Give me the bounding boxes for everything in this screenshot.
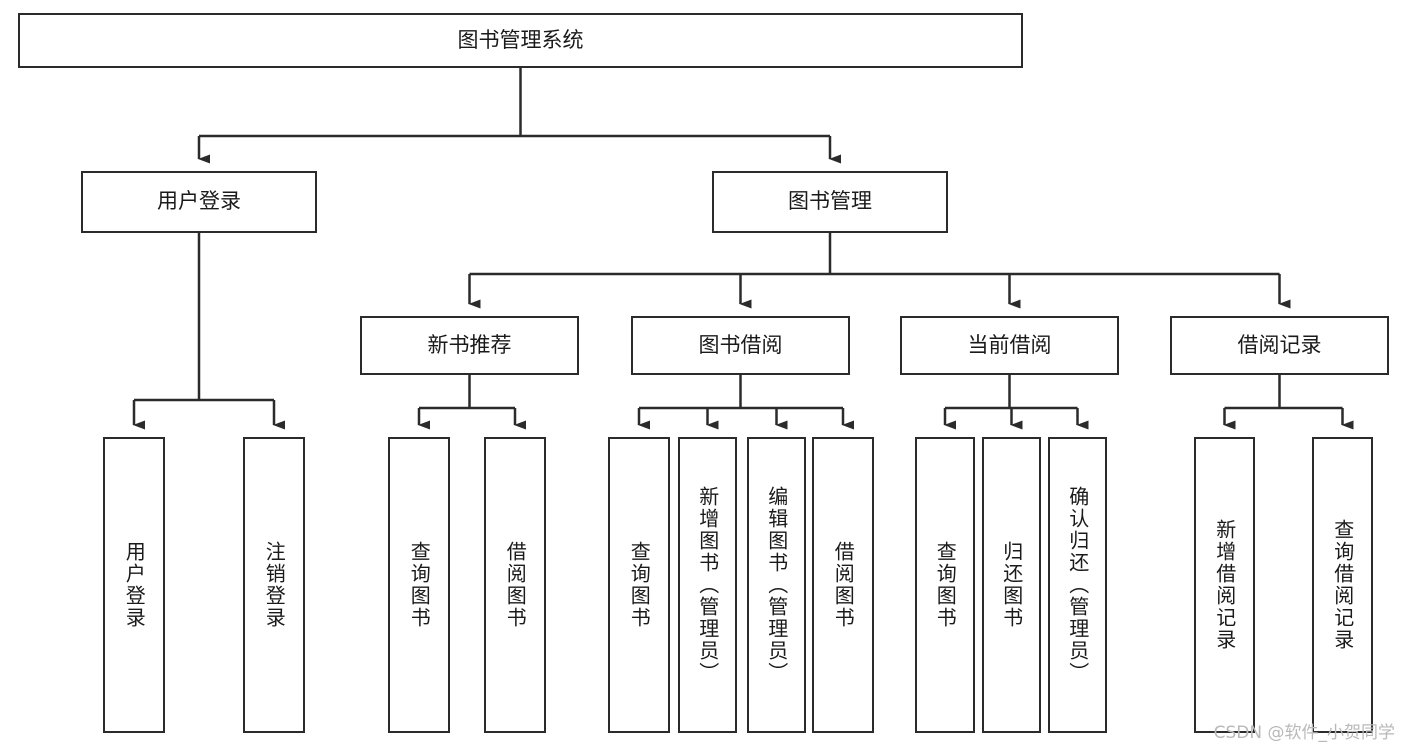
node-label-leaf-confirm-return: 确认归还（管理员） — [1065, 486, 1090, 684]
node-leaf-borrow-book-2[interactable]: 借阅图书 — [812, 437, 874, 733]
node-label-leaf-query-book-3: 查询图书 — [933, 541, 958, 629]
node-label-leaf-edit-book: 编辑图书（管理员） — [764, 486, 789, 684]
node-leaf-edit-book[interactable]: 编辑图书（管理员） — [747, 437, 806, 733]
node-book-manage[interactable]: 图书管理 — [712, 171, 948, 233]
node-label-leaf-query-record: 查询借阅记录 — [1330, 519, 1355, 651]
node-leaf-query-book-1[interactable]: 查询图书 — [388, 437, 450, 733]
node-label-user-login: 用户登录 — [157, 189, 241, 214]
node-user-login[interactable]: 用户登录 — [81, 171, 317, 233]
node-label-borrow-record: 借阅记录 — [1237, 332, 1322, 357]
node-label-leaf-add-record: 新增借阅记录 — [1212, 519, 1237, 651]
node-leaf-return-book[interactable]: 归还图书 — [982, 437, 1041, 733]
node-label-leaf-query-book-2: 查询图书 — [627, 541, 652, 629]
node-label-leaf-query-book-1: 查询图书 — [407, 541, 432, 629]
node-leaf-borrow-book-1[interactable]: 借阅图书 — [484, 437, 546, 733]
node-leaf-add-record[interactable]: 新增借阅记录 — [1194, 437, 1255, 733]
node-label-leaf-borrow-book-1: 借阅图书 — [503, 541, 528, 629]
node-leaf-user-login[interactable]: 用户登录 — [103, 437, 165, 733]
node-book-borrow[interactable]: 图书借阅 — [631, 316, 850, 375]
node-label-leaf-user-login: 用户登录 — [122, 541, 147, 629]
node-leaf-add-book[interactable]: 新增图书（管理员） — [678, 437, 737, 733]
node-label-leaf-user-logout: 注销登录 — [262, 541, 287, 629]
node-label-leaf-return-book: 归还图书 — [999, 541, 1024, 629]
node-label-leaf-add-book: 新增图书（管理员） — [695, 486, 720, 684]
connector-lines — [132, 68, 1354, 430]
node-label-book-borrow: 图书借阅 — [698, 332, 783, 357]
node-leaf-confirm-return[interactable]: 确认归还（管理员） — [1048, 437, 1107, 733]
node-borrow-record[interactable]: 借阅记录 — [1170, 316, 1389, 375]
node-new-book-rec[interactable]: 新书推荐 — [360, 316, 579, 375]
node-label-leaf-borrow-book-2: 借阅图书 — [831, 541, 856, 629]
node-label-root: 图书管理系统 — [457, 27, 584, 52]
node-root[interactable]: 图书管理系统 — [18, 13, 1023, 68]
node-label-current-borrow: 当前借阅 — [967, 332, 1052, 357]
node-leaf-user-logout[interactable]: 注销登录 — [243, 437, 305, 733]
node-current-borrow[interactable]: 当前借阅 — [900, 316, 1119, 375]
node-label-new-book-rec: 新书推荐 — [427, 332, 512, 357]
node-leaf-query-book-2[interactable]: 查询图书 — [608, 437, 670, 733]
node-leaf-query-record[interactable]: 查询借阅记录 — [1312, 437, 1373, 733]
node-leaf-query-book-3[interactable]: 查询图书 — [915, 437, 975, 733]
node-label-book-manage: 图书管理 — [788, 189, 872, 214]
watermark-label: CSDN @软件_小贺同学 — [1213, 723, 1395, 743]
